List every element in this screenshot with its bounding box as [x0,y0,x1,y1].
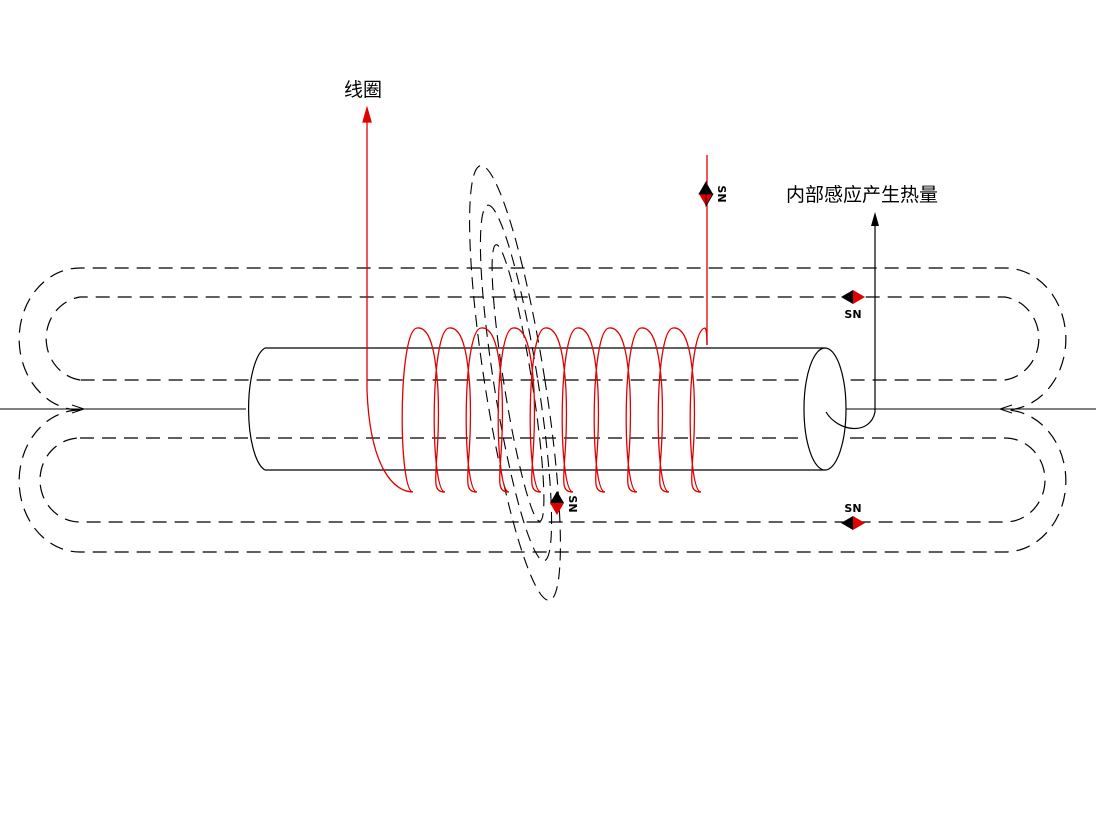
coil-label: 线圈 [344,79,382,101]
field-loop-lower-outer [18,409,1067,553]
metal-rod [248,347,847,471]
pole-label-right-lower: SN [844,502,861,515]
coil-arrow-head [362,105,372,123]
heat-label: 内部感应产生热量 [786,184,938,206]
magnetic-field-loops [18,267,1067,553]
field-loop-upper-outer [18,267,1067,411]
axis-line [0,404,1096,414]
pole-marker-right-lower: SN [841,502,865,530]
pole-label-top-right: SN [715,185,728,202]
pole-marker-bottom-center: SN [550,491,579,515]
ring-inner [491,244,545,522]
ring-outer [469,165,561,601]
rod-right-face [803,347,847,471]
coil [362,105,708,493]
pole-label-bottom-center: SN [566,495,579,512]
pole-label-right-upper: SN [844,308,861,321]
pole-marker-right-upper: SN [841,290,865,321]
rod-left-cap [248,347,266,471]
eddy-current-loop [825,222,876,430]
field-loop-upper-inner [45,296,1040,381]
heat-arrow-head [871,212,879,226]
pole-marker-top-right: SN [698,180,728,208]
ring-middle [479,204,553,562]
coil-field-rings [469,165,561,601]
field-loop-lower-inner [39,437,1046,523]
coil-turns [366,327,708,493]
